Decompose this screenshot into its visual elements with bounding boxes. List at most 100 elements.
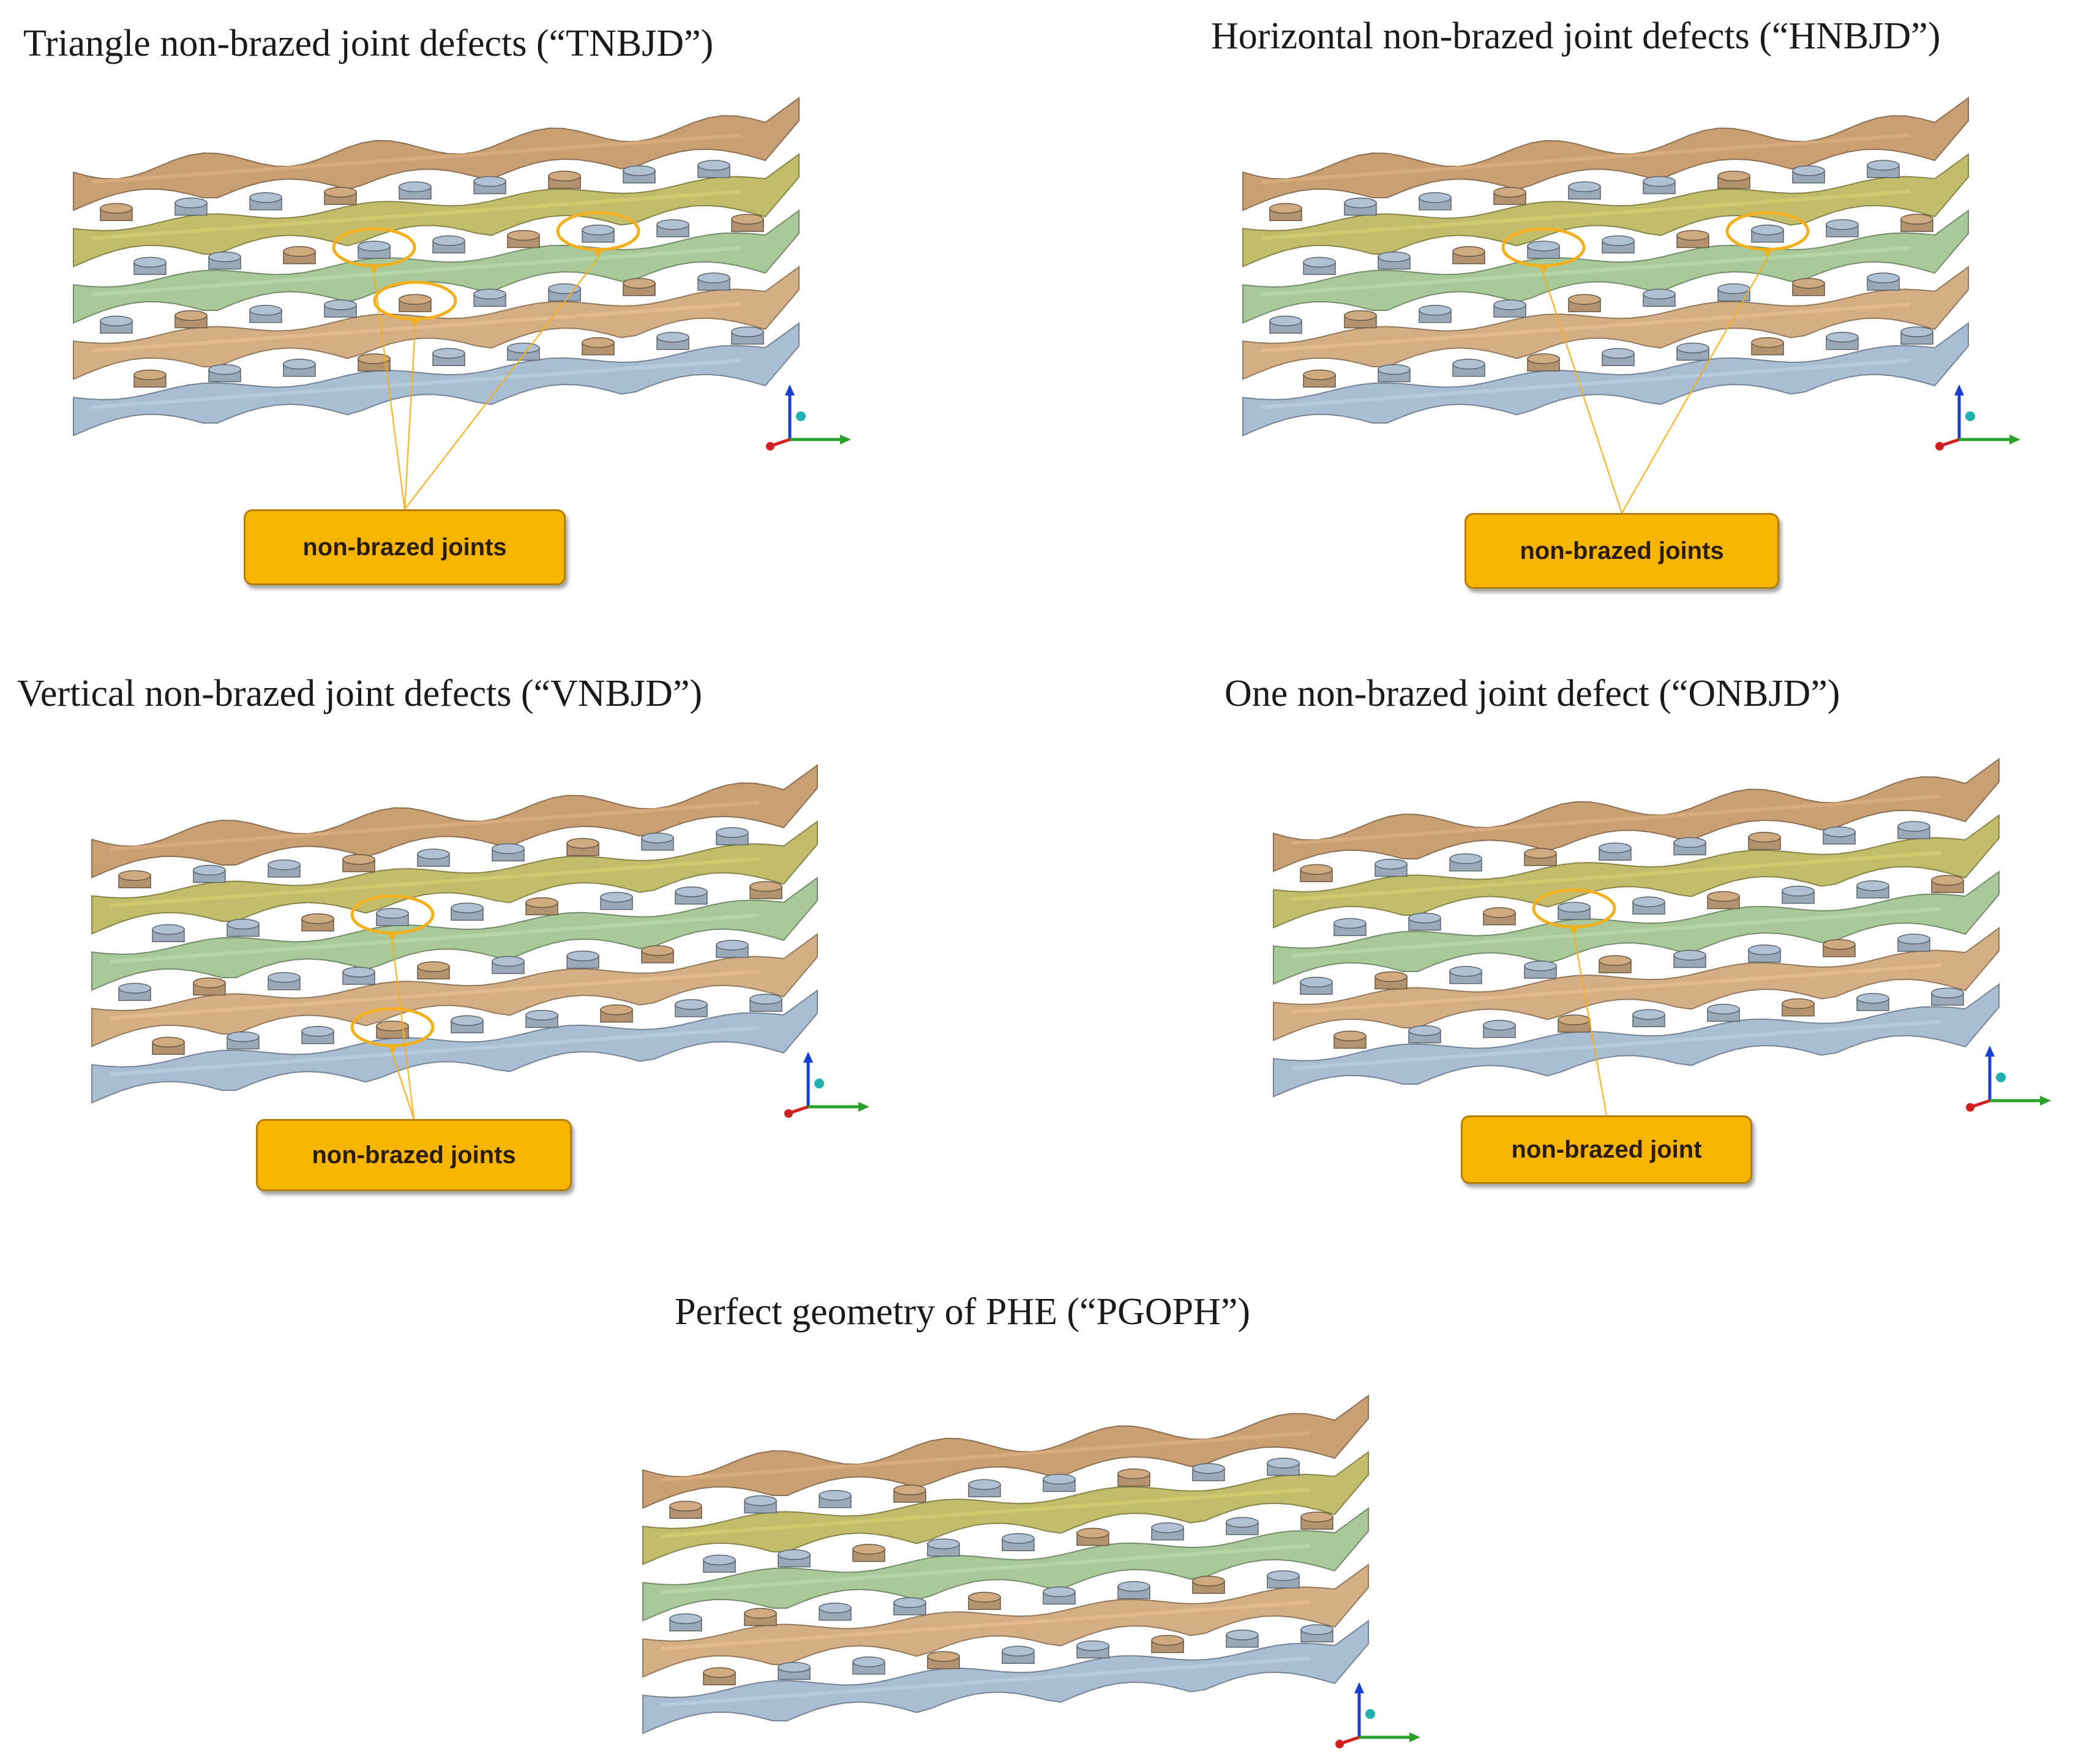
plate-layer-4 (1273, 927, 2000, 1041)
plate-highlight (1291, 963, 1941, 1014)
brazed-joint-top (641, 833, 674, 844)
brazed-joint-top (342, 967, 375, 978)
brazed-joint-top (451, 1015, 484, 1026)
brazed-joint-top (1452, 246, 1485, 257)
brazed-joint-top (342, 854, 375, 865)
brazed-joint-top (697, 160, 730, 171)
plate-layer-3 (73, 209, 800, 324)
axis-z-arrow (785, 384, 795, 395)
plate-layer-2 (1273, 814, 2000, 929)
brazed-joint-top (1333, 918, 1367, 929)
brazed-joint-top (1192, 1576, 1225, 1587)
brazed-joint-top (324, 299, 357, 310)
plate-stack (1273, 758, 2000, 1116)
brazed-joint-top (600, 1004, 633, 1016)
brazed-joint-top (1300, 976, 1333, 988)
plate-stack (91, 764, 818, 1120)
plate-layer-1 (642, 1394, 1369, 1509)
brazed-joint-top (1043, 1586, 1076, 1598)
brazed-joint-top (1483, 1020, 1516, 1031)
heat-exchanger-model-vnbjd (91, 764, 869, 1120)
axis-x-arrow (858, 1102, 869, 1112)
brazed-joint-top (376, 908, 409, 919)
callout-leader-line (1573, 935, 1608, 1116)
brazed-joint-top (1151, 1634, 1184, 1646)
plate-layer-5 (1273, 983, 2000, 1098)
brazed-joint-top (193, 864, 226, 876)
brazed-joint-top (1300, 864, 1333, 875)
brazed-joint-top (1931, 987, 1964, 998)
plate-highlight (1291, 850, 1941, 902)
brazed-joint-top (1900, 214, 1933, 225)
axis-triad-icon (1935, 384, 2020, 451)
plate-layer-2 (73, 153, 800, 268)
plate-highlight (91, 189, 741, 241)
brazed-joint-top (1568, 181, 1601, 192)
plate-highlight (91, 302, 741, 353)
brazed-joint-top (1632, 896, 1665, 907)
plate-highlight (661, 1600, 1311, 1651)
axis-y (1940, 438, 1960, 447)
axis-z-arrow (1354, 1682, 1364, 1693)
axis-triad-icon (784, 1052, 869, 1118)
brazed-joint-top (358, 241, 391, 252)
brazed-joint-top (1493, 299, 1526, 310)
brazed-joint-top (1151, 1522, 1184, 1533)
brazed-joint-top (268, 859, 301, 870)
brazed-joint-top (716, 827, 749, 838)
axis-origin-dot (1365, 1709, 1375, 1719)
brazed-joint-top (1707, 891, 1740, 902)
brazed-joint-top (1782, 998, 1815, 1009)
callout-leader-line (1542, 274, 1623, 514)
brazed-joint-top (893, 1597, 926, 1608)
brazed-joint-top (1782, 885, 1815, 897)
brazed-joint-top (1527, 241, 1560, 252)
brazed-joint-top (473, 288, 506, 300)
brazed-joint-top (399, 181, 432, 192)
brazed-joint-top (1378, 364, 1411, 375)
brazed-joint-top (1751, 337, 1784, 348)
brazed-joint-top (174, 310, 208, 321)
brazed-joint-top (1524, 960, 1557, 971)
brazed-joint-top (1374, 971, 1408, 983)
plate-highlight (1261, 133, 1911, 184)
brazed-joint-top (507, 342, 540, 354)
brazed-joint-top (152, 924, 185, 935)
brazed-joint-top (1344, 310, 1377, 321)
brazed-joint-top (1226, 1517, 1259, 1528)
brazed-joint-top (893, 1484, 926, 1495)
plate-layer-5 (73, 322, 800, 436)
brazed-joint-top (525, 1009, 558, 1021)
axis-z-arrow (1954, 384, 1964, 395)
brazed-joint-top (1599, 842, 1632, 853)
heat-exchanger-model-onbjd (1273, 758, 2051, 1116)
brazed-joint-top (1826, 219, 1859, 230)
brazed-joint-top (1303, 369, 1336, 381)
plate-highlight (110, 913, 760, 964)
callout-leader-line (373, 274, 406, 510)
brazed-joint-top (249, 305, 282, 316)
brazed-joint-top (566, 837, 599, 849)
brazed-joint-top (358, 353, 391, 364)
brazed-joint-top (100, 203, 133, 214)
marker-arrow (1539, 266, 1548, 275)
brazed-joint-top (301, 1026, 334, 1037)
brazed-joint-top (819, 1603, 852, 1614)
axis-x-arrow (2040, 1096, 2051, 1106)
brazed-joint-top (1117, 1468, 1150, 1480)
brazed-joint-top (193, 977, 226, 989)
brazed-joint-top (1558, 902, 1591, 913)
brazed-joint-top (376, 1020, 409, 1031)
brazed-joint-top (174, 197, 208, 209)
axis-y-dot (784, 1109, 793, 1118)
brazed-joint-top (1673, 949, 1706, 961)
plate-highlight (661, 1543, 1311, 1595)
plate-layer-4 (91, 933, 818, 1047)
brazed-joint-top (1408, 1025, 1441, 1036)
brazed-joint-top (507, 230, 540, 241)
plate-highlight (110, 969, 760, 1020)
brazed-joint-top (118, 983, 151, 994)
brazed-joint-top (1117, 1581, 1150, 1592)
plate-layer-1 (1242, 97, 1969, 211)
brazed-joint-top (1558, 1014, 1591, 1025)
